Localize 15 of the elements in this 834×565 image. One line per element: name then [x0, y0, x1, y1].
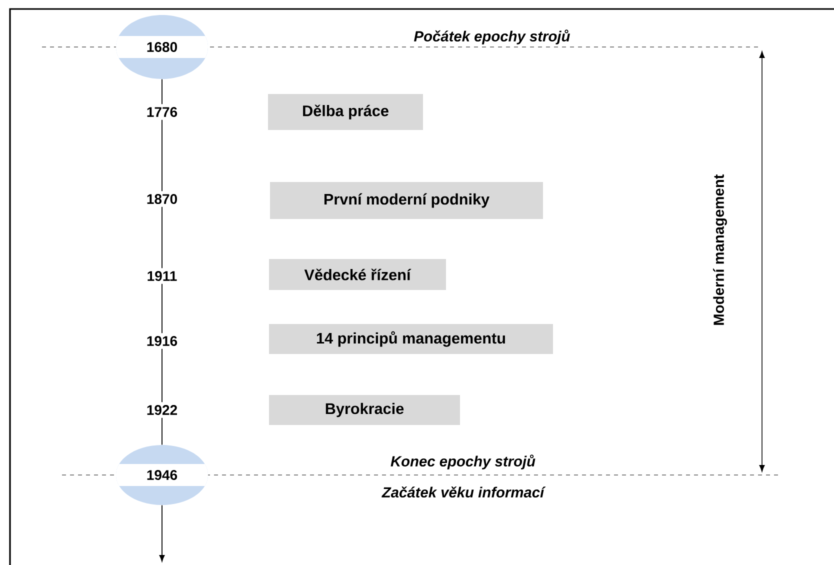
- event-box: 14 principů managementu: [269, 324, 553, 354]
- timeline-line: [159, 504, 165, 562]
- year-label: 1916: [147, 336, 178, 346]
- event-box: První moderní podniky: [270, 182, 543, 219]
- year-label: 1776: [147, 107, 178, 117]
- era-label: Začátek věku informací: [382, 486, 546, 498]
- year-label: 1911: [148, 271, 177, 281]
- year-label: 1922: [147, 405, 177, 415]
- span-label: Moderní management: [713, 174, 727, 325]
- era-label: Počátek epochy strojů: [414, 30, 570, 44]
- event-box: Byrokracie: [269, 395, 460, 425]
- era-label: Konec epochy strojů: [390, 454, 536, 470]
- event-box: Dělba práce: [268, 94, 423, 130]
- year-label: 1870: [147, 194, 177, 204]
- event-box: Vědecké řízení: [269, 259, 446, 290]
